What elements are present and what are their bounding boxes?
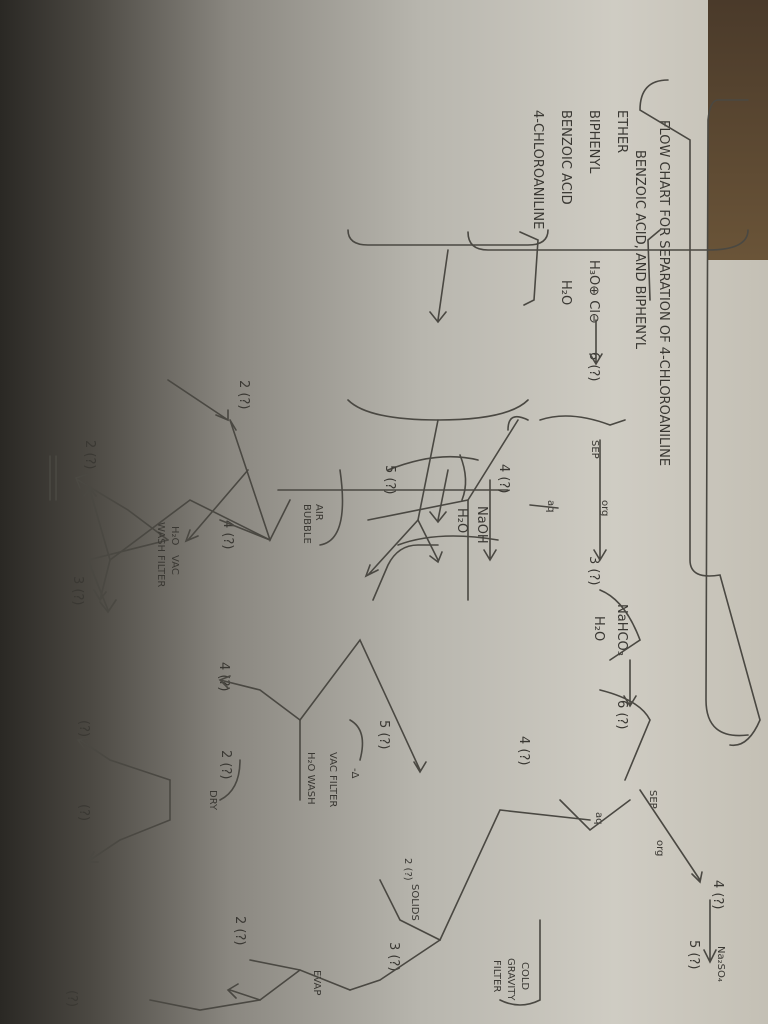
h2o-wash-label-3: H₂O WASH [305, 752, 316, 805]
aq-label-2: aq [593, 812, 604, 824]
title-line-1: FLOW CHART FOR SEPARATION OF 4-CHLOROANI… [656, 120, 671, 466]
reagent-h3o-cl: H₃O⊕ Cl⊖ [586, 260, 601, 324]
node-5-first: 5 (?) [686, 940, 701, 969]
node-5-second: 5 (?) [382, 465, 397, 494]
node-3-second: 3 (?) [70, 576, 85, 605]
mixture-item: BIPHENYL [586, 110, 601, 174]
node-6-second: 6 (?) [614, 700, 629, 729]
node-6-first: 6 (?) [586, 352, 601, 381]
flow-lines-screen [49, 79, 761, 1011]
heat-label: -Δ [349, 768, 360, 779]
reagent-h2o: H₂O [558, 280, 573, 305]
vac-filter-label-3: VAC FILTER [327, 752, 338, 807]
node-3-third: 3 (?) [386, 942, 401, 971]
node-2-fifth: 2 (?) [232, 916, 247, 945]
title-line-2: BENZOIC ACID, AND BIPHENYL [632, 150, 647, 350]
air-bubble-label-2: BUBBLE [301, 504, 312, 544]
h2o-wash-label-2: WASH [155, 522, 166, 552]
org-label-2: org [654, 840, 665, 856]
aq-label: aq [545, 500, 556, 512]
vac-filter-label: VAC [169, 555, 180, 575]
mixture-item: 4-CHLOROANILINE [530, 110, 545, 229]
node-2-third: 2 (?) [218, 750, 233, 779]
solids-label: SOLIDS [409, 884, 420, 921]
mixture-item: ETHER [614, 110, 629, 153]
cold-label: COLD [519, 962, 530, 990]
flow-lines [74, 229, 749, 614]
node-3-first: 3 (?) [586, 556, 601, 585]
sep-label-2: SEP [647, 790, 658, 809]
vac-filter-label-2: FILTER [155, 555, 166, 587]
org-label: org [599, 500, 610, 516]
sep-label: SEP [589, 440, 600, 459]
dry-label: DRY [207, 790, 218, 811]
node-unknown-1: (?) [76, 720, 91, 737]
reagent-na2so4: Na₂SO₄ [715, 946, 726, 982]
h2o-wash-label: H₂O [169, 526, 180, 546]
air-bubble-label: AIR [313, 504, 324, 521]
node-unknown-2: (?) [76, 804, 91, 821]
node-4-second: 4 (?) [496, 464, 511, 493]
reagent-h2o-3: H₂O [454, 508, 469, 533]
reagent-naoh: NaOH [474, 506, 489, 544]
node-2-fourth: 2 (?) [402, 858, 413, 881]
node-2-second: 2 (?) [82, 440, 97, 469]
node-2-first: 2 (?) [236, 380, 251, 409]
desk-corner [708, 0, 768, 260]
gravity-label: GRAVITY [505, 958, 516, 1001]
node-4-first: 4 (?) [710, 880, 725, 909]
filter-label: FILTER [491, 960, 502, 992]
reagent-nahco3: NaHCO₃ [614, 604, 629, 656]
node-4-third: 4 (?) [220, 520, 235, 549]
node-4-fourth: 4 (?) [216, 662, 231, 691]
node-unknown-3: (?) [64, 990, 79, 1007]
title-box [705, 99, 749, 737]
node-4-fifth: 4 (?) [516, 736, 531, 765]
node-5-third: 5 (?) [376, 720, 391, 749]
evap-label: EVAP [311, 970, 322, 995]
reagent-h2o-2: H₂O [591, 616, 606, 641]
mixture-item: BENZOIC ACID [558, 110, 573, 205]
